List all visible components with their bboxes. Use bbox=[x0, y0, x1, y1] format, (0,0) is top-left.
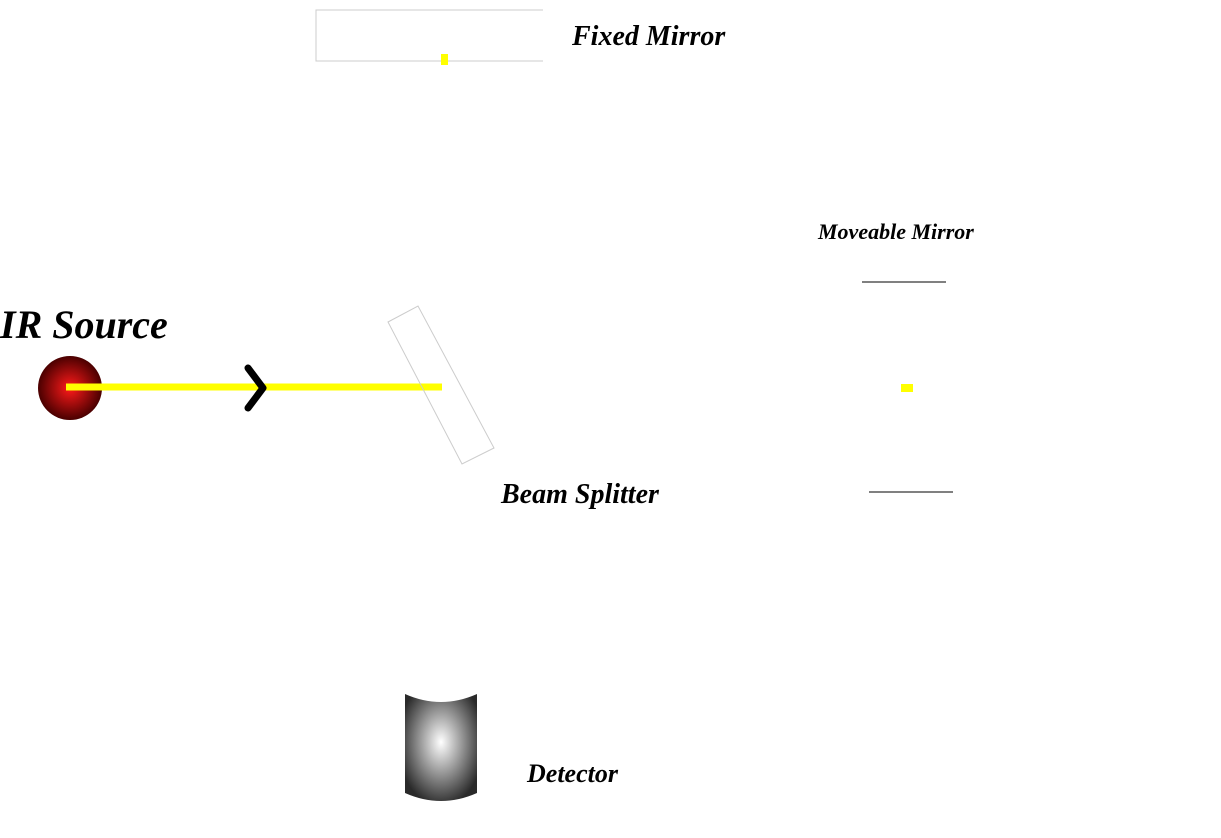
fixed-mirror-beam-spot bbox=[441, 54, 448, 65]
detector-label: Detector bbox=[526, 759, 619, 788]
beam-splitter-label: Beam Splitter bbox=[500, 479, 660, 510]
moveable-mirror-label: Moveable Mirror bbox=[817, 219, 974, 244]
ir-source-label: IR Source bbox=[0, 302, 168, 347]
fixed-mirror-label: Fixed Mirror bbox=[571, 21, 726, 52]
detector bbox=[405, 694, 477, 801]
beam-direction-arrow bbox=[244, 364, 267, 412]
fixed-mirror bbox=[315, 9, 543, 65]
fixed-mirror-outline bbox=[315, 9, 543, 62]
moveable-mirror-beam-spot bbox=[901, 384, 913, 392]
beam-splitter bbox=[387, 305, 495, 465]
